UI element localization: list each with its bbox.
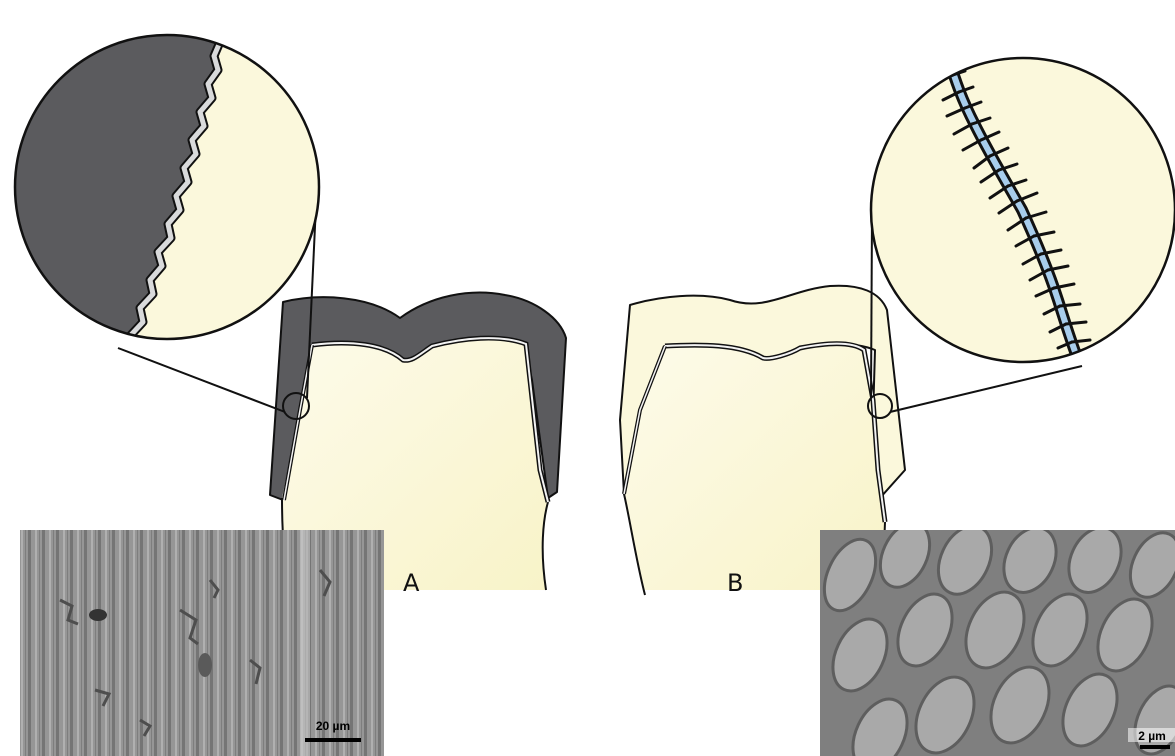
- panel-label-a: A: [403, 569, 420, 597]
- panel-b: 2 µm B: [620, 50, 1175, 756]
- sem-image-b: 2 µm: [814, 515, 1175, 756]
- leader-line-b1: [871, 215, 872, 398]
- panel-a: 20 µm A: [10, 30, 566, 756]
- leader-line-b2: [890, 366, 1082, 412]
- scale-bar-label-a: 20 µm: [316, 719, 350, 733]
- leader-line-a1: [118, 348, 285, 412]
- scale-bar-label-b: 2 µm: [1138, 729, 1166, 743]
- panel-label-b: B: [727, 569, 743, 597]
- sem-image-a: 20 µm: [20, 530, 384, 756]
